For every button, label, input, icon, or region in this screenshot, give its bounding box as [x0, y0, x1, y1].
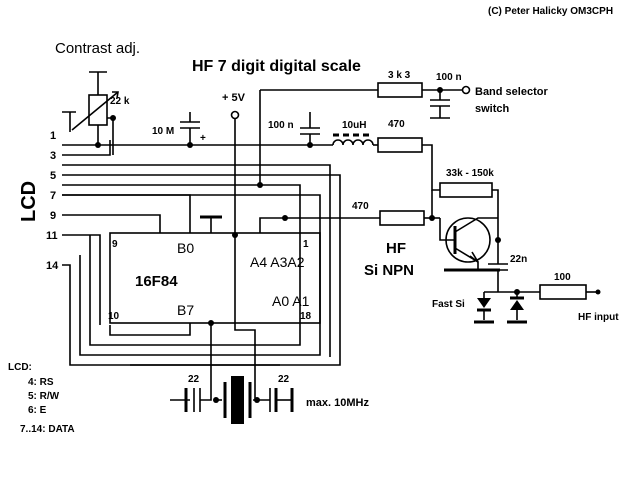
copyright-text: (C) Peter Halicky OM3CPH: [488, 6, 613, 17]
lcd-pin-14: 14: [46, 260, 59, 272]
crystal-section: [170, 320, 294, 424]
cap-100n-top-value: 100 n: [268, 120, 294, 131]
res-bias-value: 33k - 150k: [446, 168, 494, 179]
cap-100n-top: [300, 112, 320, 148]
cap-22n: [488, 237, 508, 292]
inductor-value: 10uH: [342, 120, 366, 131]
lcd-label: LCD: [18, 181, 40, 222]
cap-10m-value: 10 M: [152, 126, 174, 137]
supply-label: + 5V: [222, 92, 246, 104]
hf-label: HF: [386, 240, 406, 257]
switch-label: switch: [475, 103, 510, 115]
diode-left: [474, 292, 494, 324]
pic-chip: [109, 232, 321, 324]
cap-22-left-value: 22: [188, 374, 200, 385]
chip-pin-1: 1: [303, 239, 309, 250]
chip-pin-9: 9: [112, 239, 118, 250]
legend-heading: LCD:: [8, 362, 32, 373]
diode-right: [507, 292, 527, 324]
res-100-value: 100: [554, 272, 571, 283]
chip-pin-10: 10: [108, 311, 120, 322]
lcd-pin-11: 11: [46, 230, 58, 242]
res-470-top-value: 470: [388, 119, 405, 130]
chip-pin-b7: B7: [177, 302, 194, 318]
lcd-pin-5: 5: [50, 170, 56, 182]
npn-transistor: [439, 217, 500, 272]
res-bias: [439, 182, 493, 198]
res-3k3: [377, 82, 423, 98]
lcd-pin-7: 7: [50, 190, 56, 202]
res-100: [539, 284, 587, 300]
lcd-pin-3: 3: [50, 150, 56, 162]
lcd-pin-9: 9: [50, 210, 56, 222]
res-470-top: [377, 137, 423, 153]
pot-value: 22 k: [110, 96, 130, 107]
cap-10m-plus: +: [200, 133, 206, 144]
chip-pin-18: 18: [300, 311, 312, 322]
lcd-pin-1: 1: [50, 130, 56, 142]
res-3k3-value: 3 k 3: [388, 70, 411, 81]
chip-name: 16F84: [135, 273, 178, 290]
cap-22n-value: 22n: [510, 254, 527, 265]
chip-pin-a0a1: A0 A1: [272, 293, 310, 309]
legend-line: 5: R/W: [28, 391, 60, 402]
chip-pin-a4a3a2: A4 A3A2: [250, 254, 305, 270]
cap-100n-right-value: 100 n: [436, 72, 462, 83]
schematic-title: HF 7 digit digital scale: [192, 58, 361, 75]
legend-line: 4: RS: [28, 377, 54, 388]
res-470-mid-value: 470: [352, 201, 369, 212]
fast-si-label: Fast Si: [432, 299, 465, 310]
cap-10m: [180, 112, 200, 148]
chip-pin-b0: B0: [177, 240, 194, 256]
contrast-label: Contrast adj.: [55, 40, 140, 57]
res-470-mid: [379, 210, 425, 226]
hf-input-label: HF input: [578, 312, 619, 323]
band-selector-label: Band selector: [475, 86, 548, 98]
crystal-label: max. 10MHz: [306, 397, 369, 409]
legend-line: 7..14: DATA: [20, 424, 75, 435]
inductor-10uh: [332, 139, 374, 146]
si-npn-label: Si NPN: [364, 262, 414, 279]
legend-line: 6: E: [28, 405, 47, 416]
cap-22-right-value: 22: [278, 374, 290, 385]
